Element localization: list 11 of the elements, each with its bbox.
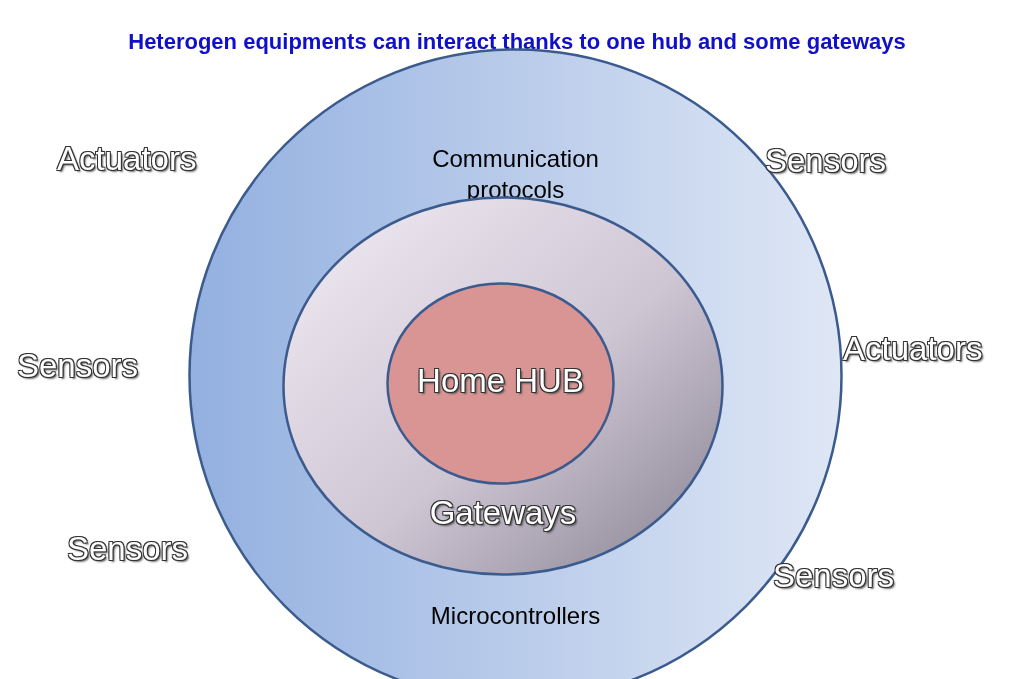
device-label: Sensors (765, 142, 887, 180)
ring-label: Communication protocols (431, 144, 600, 206)
device-label: Sensors (67, 530, 189, 568)
ring-label: Gateways (428, 493, 578, 533)
hub-label: Home HUB (416, 361, 585, 401)
device-label: Sensors (17, 347, 139, 385)
device-label: Actuators (843, 330, 983, 368)
title: Heterogen equipments can interact thanks to one hub and some gateways (127, 29, 907, 55)
device-label: Actuators (57, 140, 197, 178)
device-label: Sensors (773, 557, 895, 595)
ring-label: Microcontrollers (429, 601, 602, 631)
